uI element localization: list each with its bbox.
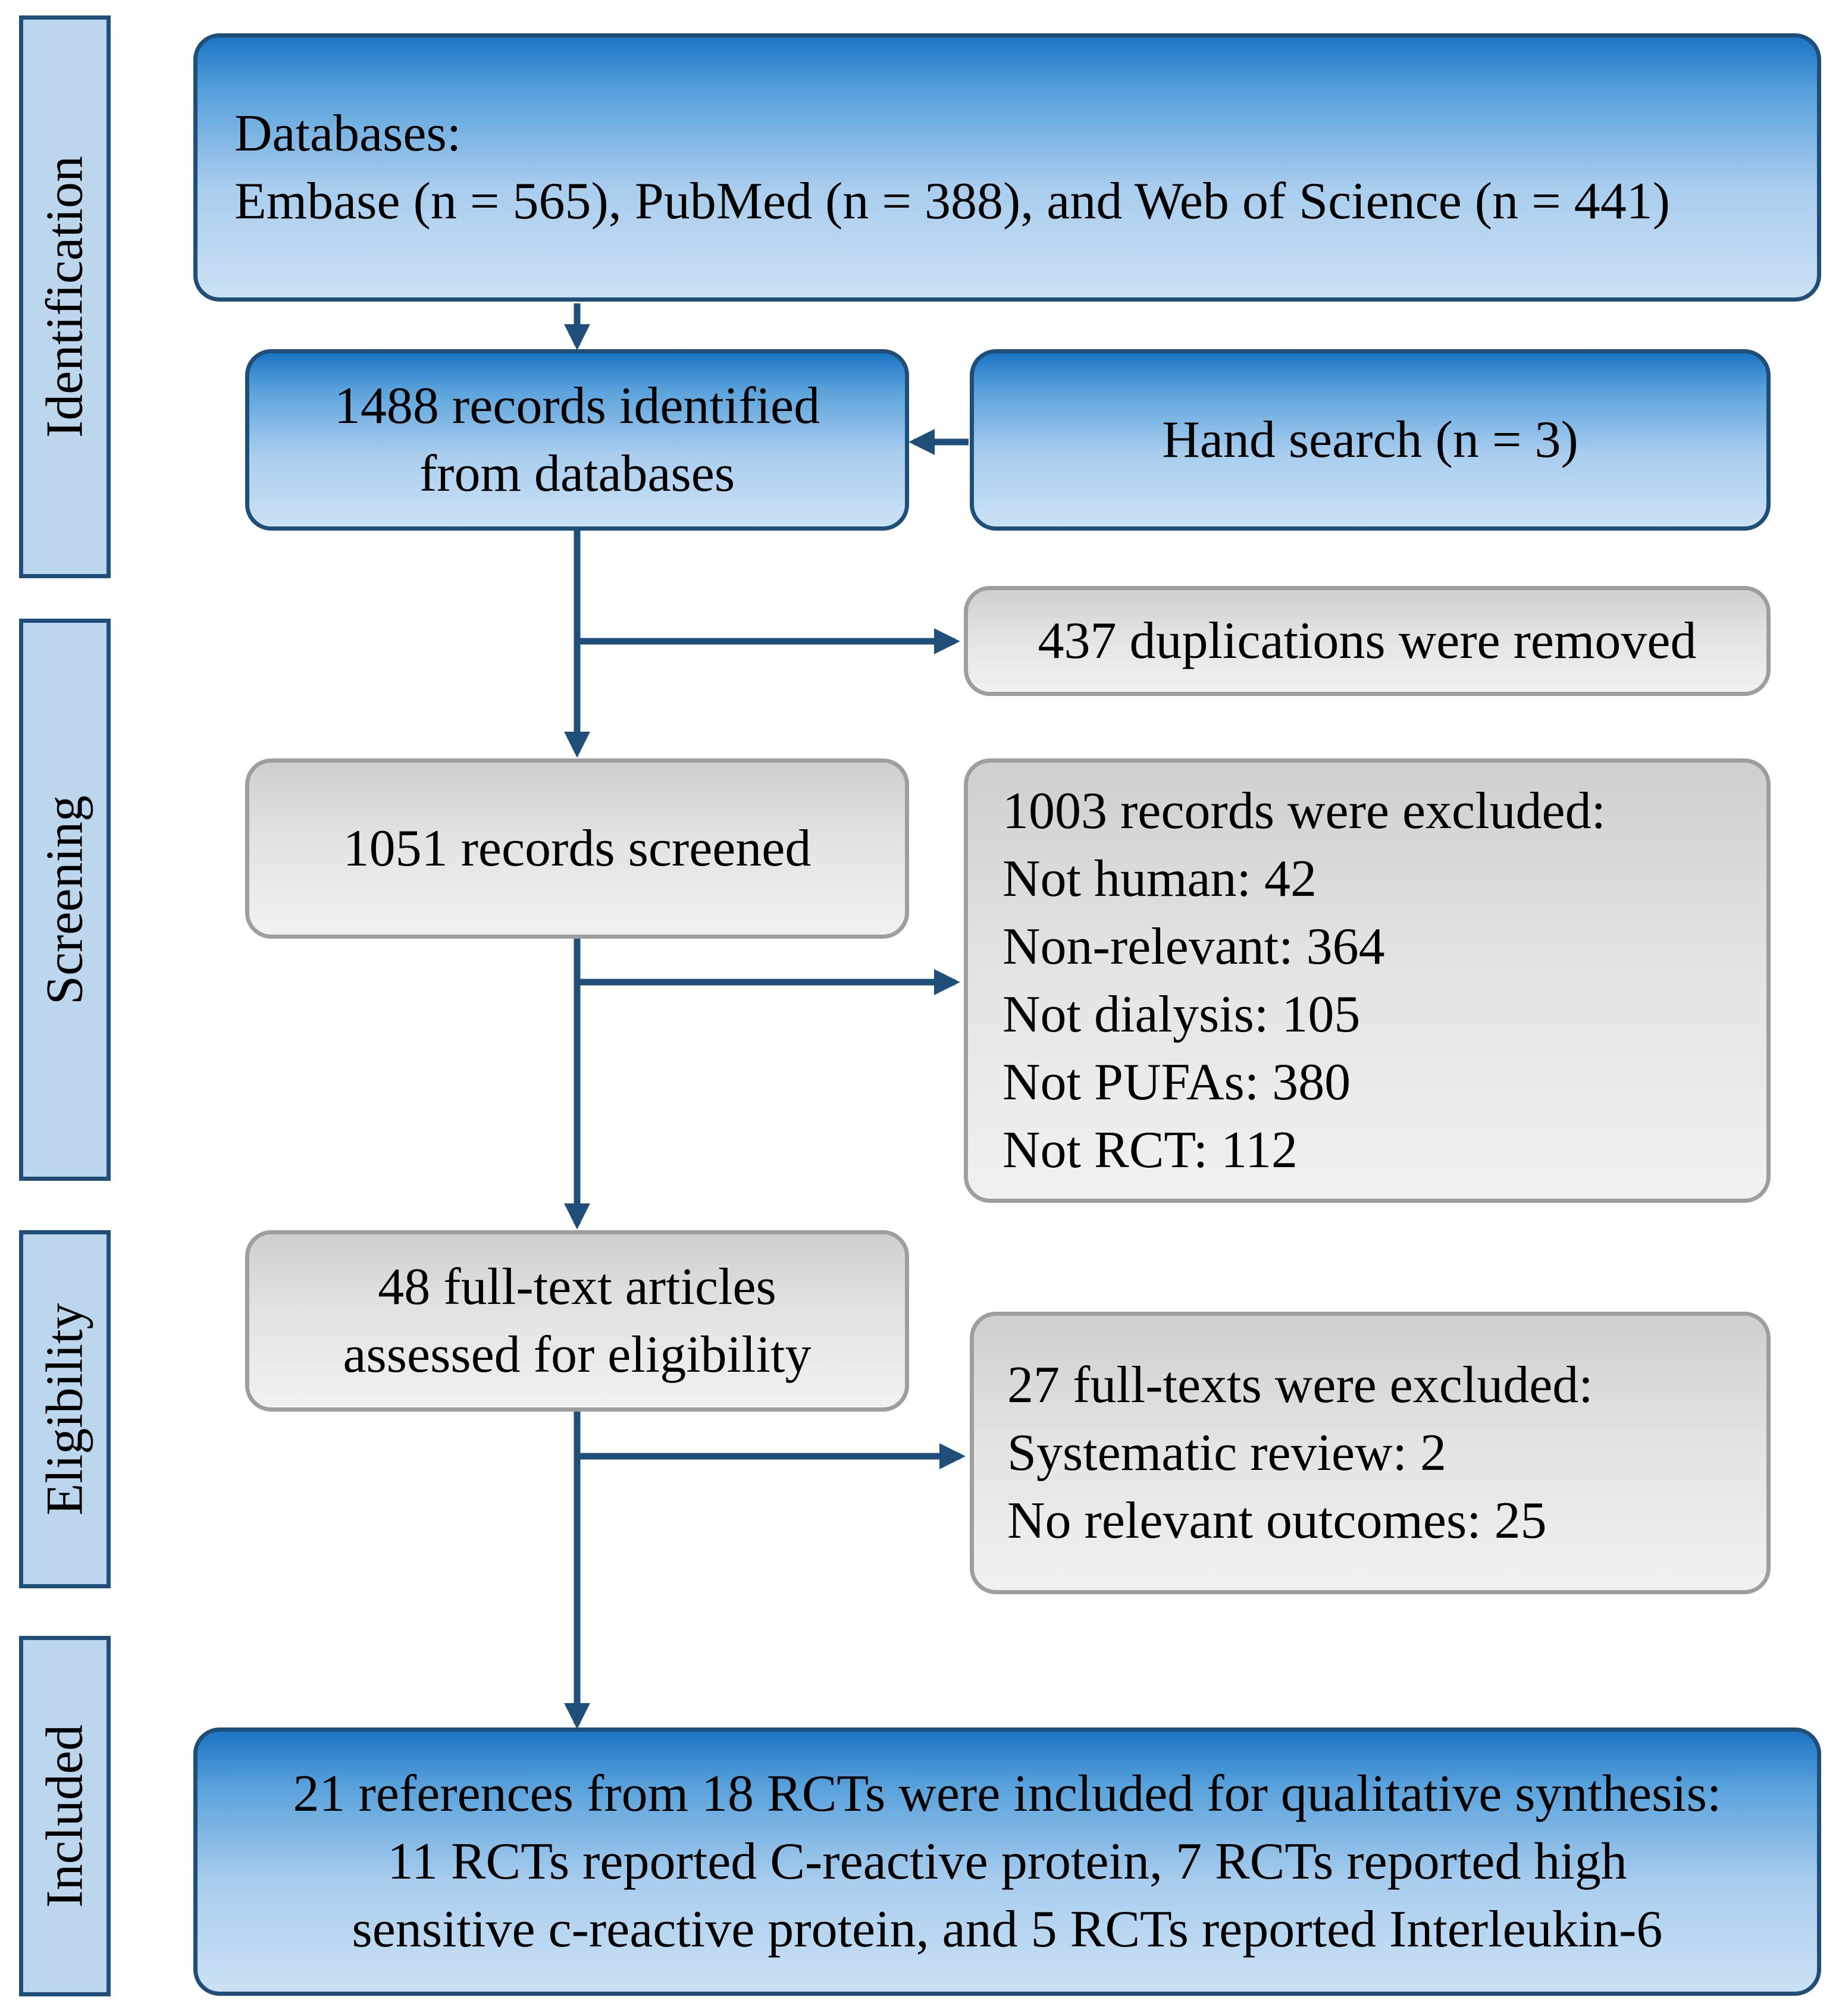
records-screened-text: 1051 records screened	[343, 819, 812, 877]
stage-identification: Identification	[19, 15, 111, 578]
hand-search-box: Hand search (n = 3)	[970, 349, 1771, 531]
included-studies-line1: 21 references from 18 RCTs were included…	[293, 1764, 1722, 1823]
stage-included: Included	[19, 1636, 111, 1996]
fulltext-assessed-line1: 48 full-text articles	[378, 1258, 776, 1316]
excluded-records-box: 1003 records were excluded: Not human: 4…	[964, 758, 1771, 1203]
included-studies-line3: sensitive c-reactive protein, and 5 RCTs…	[352, 1900, 1663, 1958]
excluded-reason-item: Not dialysis: 105	[1002, 985, 1361, 1043]
duplicates-removed-box: 437 duplications were removed	[964, 586, 1771, 696]
identified-records-box: 1488 records identified from databases	[245, 349, 909, 531]
fulltext-assessed-box: 48 full-text articles assessed for eligi…	[245, 1230, 909, 1412]
databases-counts: Embase (n = 565), PubMed (n = 388), and …	[234, 172, 1670, 230]
excluded-fulltext-box: 27 full-texts were excluded: Systematic …	[970, 1312, 1771, 1594]
records-screened-box: 1051 records screened	[245, 758, 909, 939]
excluded-reason-item: Not human: 42	[1002, 849, 1317, 908]
databases-heading: Databases:	[234, 104, 462, 162]
hand-search-text: Hand search (n = 3)	[1162, 410, 1578, 469]
excluded-reason-item: Non-relevant: 364	[1002, 917, 1385, 976]
excluded-reason-item: Not PUFAs: 380	[1002, 1053, 1351, 1111]
excluded-fulltext-header: 27 full-texts were excluded:	[1007, 1356, 1593, 1414]
databases-box: Databases: Embase (n = 565), PubMed (n =…	[193, 33, 1821, 302]
identified-records-line1: 1488 records identified	[334, 377, 820, 435]
excluded-reason-item: Not RCT: 112	[1002, 1121, 1298, 1179]
identified-records-line2: from databases	[419, 444, 735, 503]
excluded-fulltext-item: Systematic review: 2	[1007, 1424, 1447, 1482]
fulltext-assessed-line2: assessed for eligibility	[343, 1325, 812, 1384]
excluded-records-header: 1003 records were excluded:	[1002, 782, 1606, 840]
stage-eligibility: Eligibility	[19, 1230, 111, 1588]
excluded-fulltext-item: No relevant outcomes: 25	[1007, 1491, 1547, 1550]
stage-screening: Screening	[19, 619, 111, 1181]
included-studies-line2: 11 RCTs reported C-reactive protein, 7 R…	[387, 1832, 1627, 1890]
included-studies-box: 21 references from 18 RCTs were included…	[193, 1727, 1821, 1996]
duplicates-removed-text: 437 duplications were removed	[1038, 612, 1697, 670]
